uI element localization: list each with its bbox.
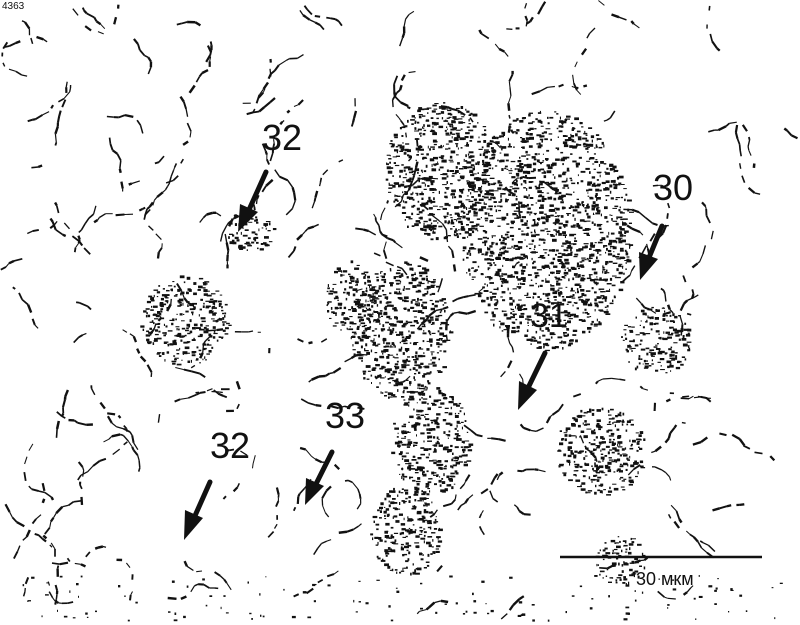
label-32-upper: 32 [262,117,302,158]
arrow-31 [518,353,545,410]
corner-id: 4363 [2,1,25,12]
label-33: 33 [325,395,365,436]
label-31: 31 [530,297,568,335]
scale-bar-label: 30 мкм [636,569,694,589]
arrow-32-upper [238,172,266,232]
label-32-lower: 32 [210,425,250,466]
arrow-32-lower [184,482,210,540]
label-30: 30 [653,167,693,208]
scale-bar: 30 мкм [560,557,762,589]
